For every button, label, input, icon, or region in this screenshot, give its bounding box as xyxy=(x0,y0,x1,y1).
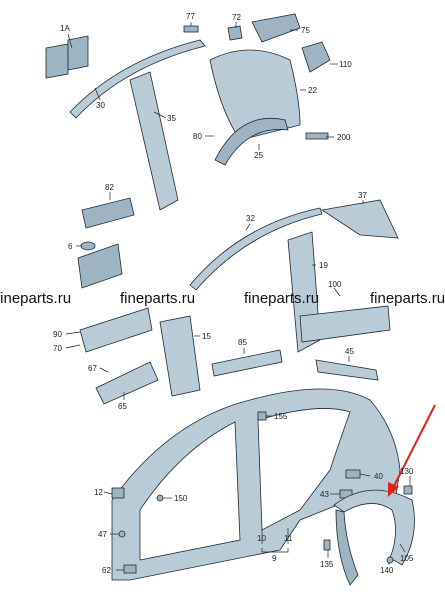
part-140 xyxy=(386,556,394,564)
label-9: 9 xyxy=(272,554,277,563)
part-1a xyxy=(45,35,89,79)
part-25-wheel-arch xyxy=(214,118,289,166)
part-30-roof-rail xyxy=(69,39,206,119)
watermark-1: fineparts.ru xyxy=(0,290,71,307)
label-30: 30 xyxy=(96,101,105,110)
label-110: 110 xyxy=(339,60,352,69)
label-11: 11 xyxy=(284,534,293,543)
label-200: 200 xyxy=(337,133,351,142)
door-opening-front xyxy=(139,421,241,561)
part-45 xyxy=(315,359,379,381)
part-labels: 1A 77 72 75 110 22 30 35 80 25 200 82 37… xyxy=(53,12,414,575)
label-70: 70 xyxy=(53,344,62,353)
label-150: 150 xyxy=(174,494,188,503)
part-47 xyxy=(118,530,126,538)
part-150 xyxy=(156,494,164,502)
watermark-row: fineparts.ru fineparts.ru fineparts.ru f… xyxy=(0,290,445,307)
label-32: 32 xyxy=(246,214,255,223)
label-75: 75 xyxy=(301,26,310,35)
part-105-liner-lower xyxy=(335,509,359,586)
label-25: 25 xyxy=(254,151,263,160)
watermark-3: fineparts.ru xyxy=(244,290,319,307)
part-135 xyxy=(323,539,331,551)
part-82 xyxy=(81,197,135,229)
part-62 xyxy=(123,564,137,574)
label-65: 65 xyxy=(118,402,127,411)
label-72: 72 xyxy=(232,13,241,22)
label-77: 77 xyxy=(186,12,195,21)
part-22-quarter-panel xyxy=(209,49,301,141)
label-90: 90 xyxy=(53,330,62,339)
label-43: 43 xyxy=(320,490,329,499)
label-35: 35 xyxy=(167,114,176,123)
label-155: 155 xyxy=(274,412,288,421)
part-37 xyxy=(320,199,399,239)
part-35-pillar xyxy=(129,71,179,211)
label-140: 140 xyxy=(380,566,394,575)
label-82: 82 xyxy=(105,183,114,192)
label-80: 80 xyxy=(193,132,202,141)
label-6: 6 xyxy=(68,242,73,251)
label-15: 15 xyxy=(202,332,211,341)
part-bracket xyxy=(77,243,123,289)
part-85-sill xyxy=(211,349,283,377)
label-85: 85 xyxy=(238,338,247,347)
part-75 xyxy=(251,13,301,43)
label-100: 100 xyxy=(328,280,342,289)
red-arrow-icon xyxy=(388,404,436,497)
part-77 xyxy=(183,25,199,33)
part-32-roof-rail xyxy=(189,207,323,291)
part-12 xyxy=(111,487,125,499)
label-130: 130 xyxy=(400,467,414,476)
part-100 xyxy=(299,305,391,343)
door-opening-rear xyxy=(257,408,351,531)
label-12: 12 xyxy=(94,488,103,497)
label-1a: 1A xyxy=(60,24,70,33)
label-19: 19 xyxy=(319,261,328,270)
part-105-wheel-liner xyxy=(333,489,415,566)
part-72 xyxy=(227,25,243,41)
label-40: 40 xyxy=(374,472,383,481)
label-135: 135 xyxy=(320,560,334,569)
label-37: 37 xyxy=(358,191,367,200)
part-110 xyxy=(301,41,331,73)
part-155 xyxy=(257,411,267,421)
part-90-70 xyxy=(79,307,153,353)
label-45: 45 xyxy=(345,347,354,356)
leader-lines xyxy=(65,22,411,571)
part-130 xyxy=(403,485,413,495)
part-15 xyxy=(159,315,201,397)
label-67: 67 xyxy=(88,364,97,373)
part-200 xyxy=(305,132,329,140)
label-105: 105 xyxy=(400,554,414,563)
label-22: 22 xyxy=(308,86,317,95)
part-65 xyxy=(95,361,159,405)
part-40 xyxy=(345,469,361,479)
label-62: 62 xyxy=(102,566,111,575)
part-6 xyxy=(80,241,96,251)
watermark-4: fineparts.ru xyxy=(370,290,445,307)
label-10: 10 xyxy=(257,534,266,543)
watermark-2: fineparts.ru xyxy=(120,290,195,307)
label-47: 47 xyxy=(98,530,107,539)
